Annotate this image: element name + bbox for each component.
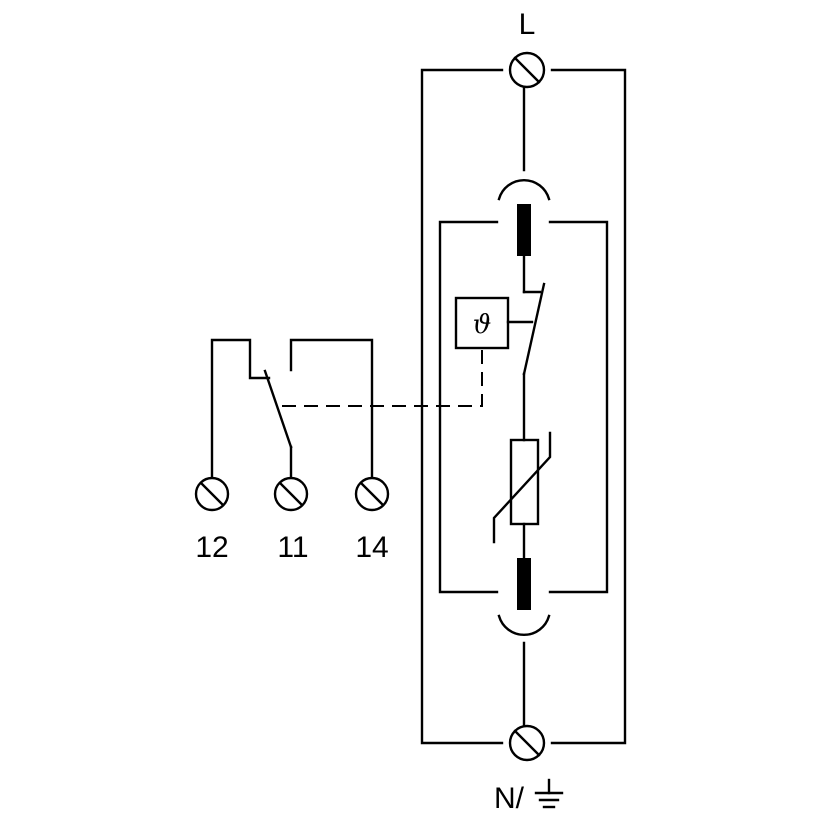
terminal-12: [194, 476, 230, 512]
terminal-n-label: N/: [494, 782, 525, 815]
plug-socket-top: [497, 178, 551, 201]
terminal-11-label: 11: [277, 531, 308, 564]
terminal-l: [508, 51, 546, 89]
ground-icon: [534, 778, 564, 809]
thermal-symbol: ϑ: [473, 310, 492, 340]
fuse-top: [517, 204, 531, 256]
thermal-disconnect-switch: [522, 282, 546, 442]
terminal-14: [354, 476, 390, 512]
terminal-14-label: 14: [355, 531, 388, 564]
plug-socket-bottom: [497, 614, 551, 637]
fuse-bottom: [517, 558, 531, 610]
terminal-n: [508, 724, 546, 762]
terminal-11: [273, 476, 309, 512]
varistor: [492, 431, 552, 560]
thermal-element: ϑ: [454, 296, 534, 350]
terminal-12-label: 12: [195, 531, 228, 564]
terminal-l-label: L: [519, 8, 536, 41]
mechanical-linkage: [282, 350, 483, 407]
aux-changeover-contact: [210, 338, 374, 480]
